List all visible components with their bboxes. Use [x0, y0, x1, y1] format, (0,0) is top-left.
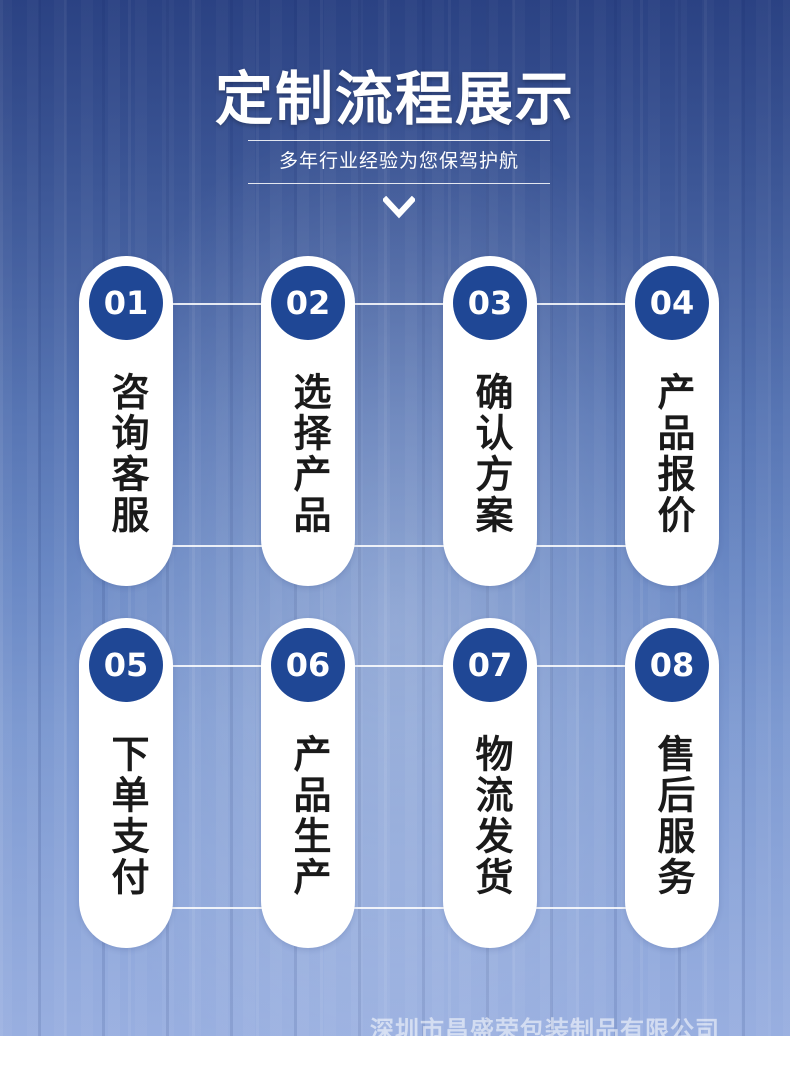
company-watermark: 深圳市昌盛荣包装制品有限公司 — [370, 1016, 720, 1036]
row-1-top-connector — [120, 303, 680, 305]
step-card-07: 07 物流发货 — [443, 618, 537, 948]
step-label-text: 售后服务 — [651, 734, 695, 898]
chevron-down-icon — [383, 196, 415, 219]
step-label: 确认方案 — [443, 364, 537, 544]
subtitle-frame: 多年行业经验为您保驾护航 — [248, 140, 550, 184]
step-label-text: 产品报价 — [651, 372, 695, 536]
step-card-04: 04 产品报价 — [625, 256, 719, 586]
step-label: 产品报价 — [625, 364, 719, 544]
step-label-text: 下单支付 — [105, 734, 149, 898]
page-title: 定制流程展示 — [214, 65, 575, 133]
step-label: 下单支付 — [79, 726, 173, 906]
row-2-bottom-connector — [120, 907, 680, 909]
row-2-top-connector — [120, 665, 680, 667]
step-label: 物流发货 — [443, 726, 537, 906]
row-1-bottom-connector — [120, 545, 680, 547]
step-number-badge: 04 — [635, 266, 709, 340]
page-subtitle: 多年行业经验为您保驾护航 — [278, 150, 519, 172]
step-label: 产品生产 — [261, 726, 355, 906]
step-card-03: 03 确认方案 — [443, 256, 537, 586]
step-label: 售后服务 — [625, 726, 719, 906]
step-label-text: 物流发货 — [469, 734, 513, 898]
step-number-badge: 01 — [89, 266, 163, 340]
step-number-badge: 05 — [89, 628, 163, 702]
step-label-text: 选择产品 — [287, 372, 331, 536]
process-page: 定制流程展示 多年行业经验为您保驾护航 01 咨询客服 02 选择产品 03 确… — [0, 0, 790, 1036]
step-card-02: 02 选择产品 — [261, 256, 355, 586]
step-number-badge: 02 — [271, 266, 345, 340]
step-label-text: 产品生产 — [287, 734, 331, 898]
step-number-badge: 06 — [271, 628, 345, 702]
step-number-badge: 07 — [453, 628, 527, 702]
step-number-badge: 08 — [635, 628, 709, 702]
step-number-badge: 03 — [453, 266, 527, 340]
step-card-08: 08 售后服务 — [625, 618, 719, 948]
step-label-text: 咨询客服 — [105, 372, 149, 536]
step-label: 咨询客服 — [79, 364, 173, 544]
step-label-text: 确认方案 — [469, 372, 513, 536]
step-card-05: 05 下单支付 — [79, 618, 173, 948]
step-card-06: 06 产品生产 — [261, 618, 355, 948]
step-card-01: 01 咨询客服 — [79, 256, 173, 586]
step-label: 选择产品 — [261, 364, 355, 544]
